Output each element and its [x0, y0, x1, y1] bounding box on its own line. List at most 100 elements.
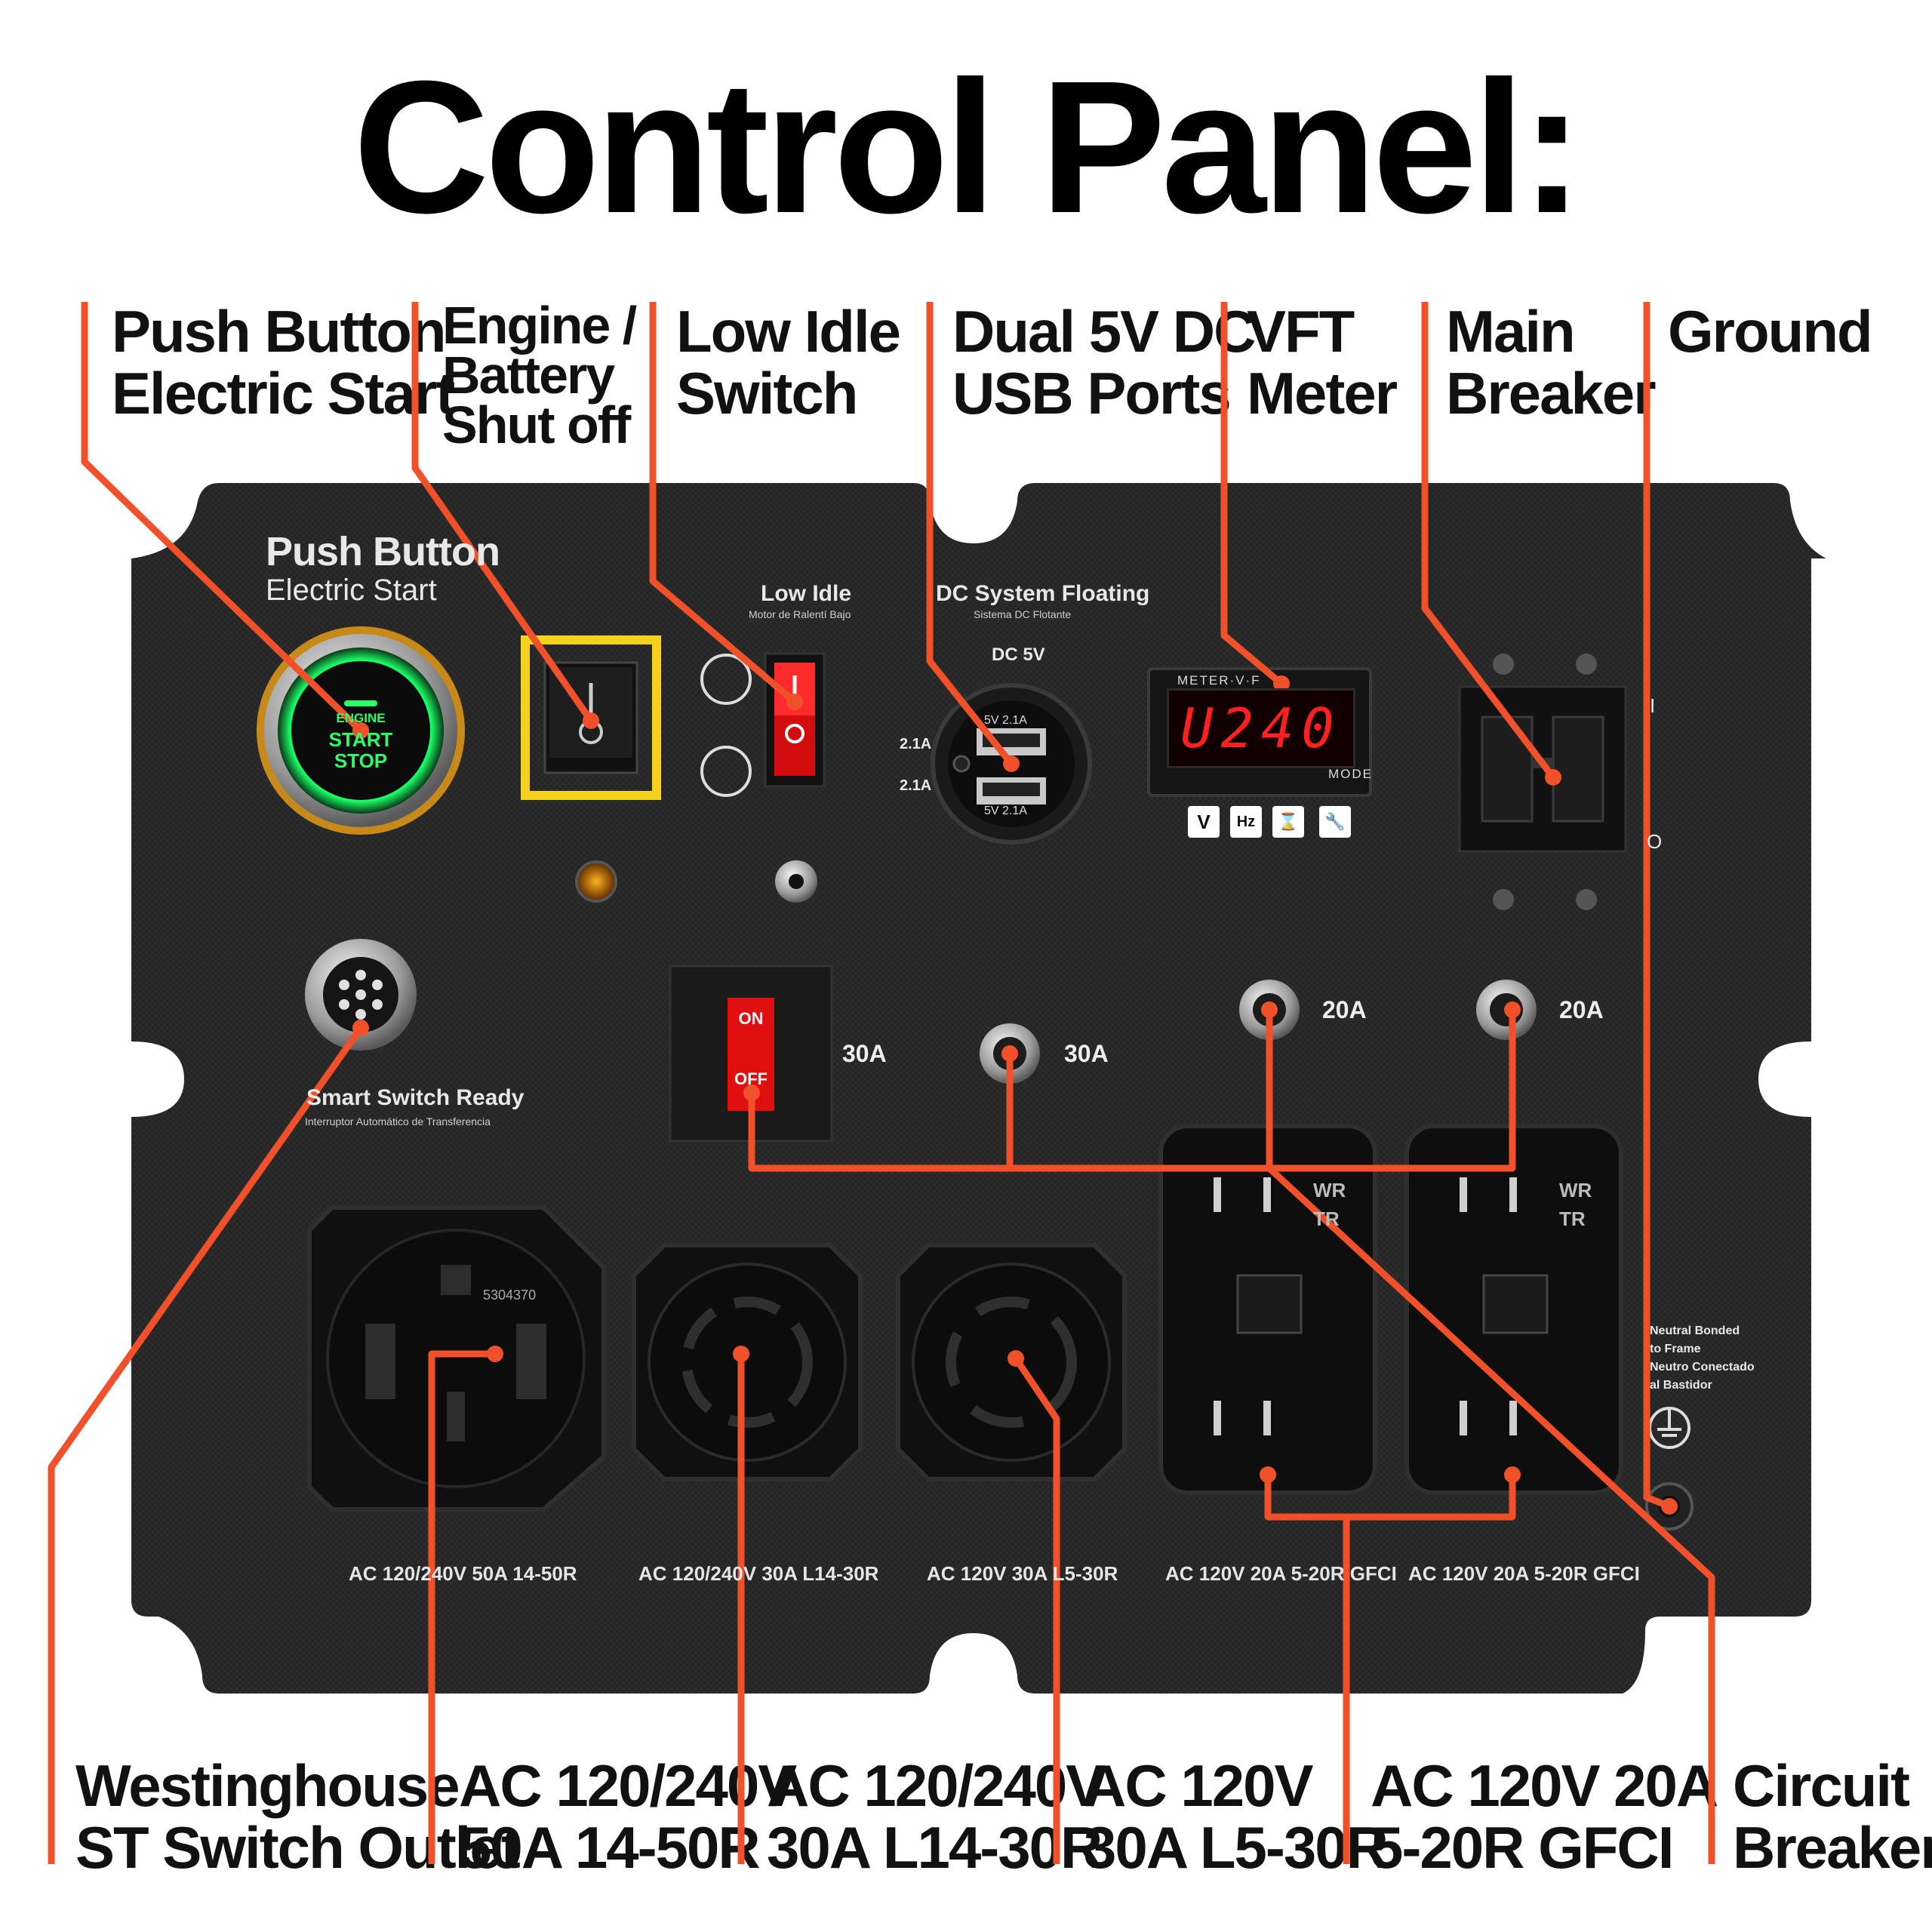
- usb-left-label-bottom: 2.1A: [900, 777, 932, 794]
- neutral-line-4: al Bastidor: [1650, 1379, 1712, 1392]
- usb-port-bottom-label: 5V 2.1A: [984, 804, 1027, 817]
- callout-line-1: Dual 5V DC: [952, 298, 1256, 365]
- outlet-gfci-right[interactable]: [1407, 1126, 1621, 1493]
- outlet-l14-30r[interactable]: [649, 1264, 845, 1460]
- start-button-engine-text: ENGINE: [336, 711, 386, 725]
- callout-usb-ports: Dual 5V DC USB Ports: [952, 298, 1256, 426]
- rocker-off-label: OFF: [734, 1069, 768, 1088]
- panel-dc-sub: Sistema DC Flotante: [974, 608, 1072, 620]
- callout-line-1: AC 120V 20A: [1371, 1752, 1718, 1819]
- outlet-label-gfci-left: AC 120V 20A 5-20R GFCI: [1165, 1562, 1397, 1585]
- wrench-icon[interactable]: 🔧: [1319, 806, 1351, 838]
- callout-vft-meter: VFT Meter: [1247, 298, 1398, 426]
- ground-terminal[interactable]: [1647, 1484, 1692, 1529]
- outlet-l5-30r[interactable]: [913, 1264, 1109, 1460]
- gfci-mark-tr-left: TR: [1313, 1208, 1340, 1230]
- callout-line-1: Push Button: [112, 298, 447, 365]
- outlet-label-l5-30r: AC 120V 30A L5-30R: [927, 1562, 1118, 1585]
- callout-line-2: Switch: [676, 360, 858, 426]
- smart-switch-sub: Interruptor Automático de Transferencia: [305, 1115, 491, 1128]
- callout-line-1: Circuit: [1733, 1752, 1910, 1819]
- callout-outlet-l14-30r: AC 120/240V 30A L14-30R: [767, 1752, 1105, 1881]
- panel-low-idle-sub: Motor de Ralentí Bajo: [749, 608, 851, 620]
- panel-dc-5v: DC 5V: [992, 645, 1045, 665]
- gfci-mark-tr-right: TR: [1559, 1208, 1586, 1230]
- usb-port-top-label: 5V 2.1A: [984, 714, 1027, 727]
- toggle-breaker-30a[interactable]: [980, 1023, 1040, 1084]
- callout-push-button-electric-start: Push Button Electric Start: [112, 298, 455, 426]
- callout-outlet-gfci: AC 120V 20A 5-20R GFCI: [1371, 1752, 1718, 1881]
- callout-line-2: 5-20R GFCI: [1371, 1814, 1674, 1881]
- meter-mode-label[interactable]: MODE: [1328, 767, 1373, 781]
- hourglass-icon[interactable]: ⌛: [1272, 806, 1304, 838]
- outlet-label-l14-30r: AC 120/240V 30A L14-30R: [638, 1562, 879, 1585]
- panel-dc-title: DC System Floating: [936, 581, 1150, 606]
- neutral-bonded-label: Neutral Bonded to Frame Neutro Conectado…: [1650, 1322, 1755, 1395]
- main-breaker-off-mark: O: [1647, 830, 1663, 853]
- callout-line-1: Low Idle: [676, 298, 901, 365]
- callout-line-1: Engine /: [442, 296, 637, 355]
- callout-low-idle-switch: Low Idle Switch: [676, 298, 901, 426]
- main-breaker-on-mark: I: [1650, 694, 1656, 717]
- toggle-breaker-20a-right[interactable]: [1476, 980, 1537, 1040]
- smart-switch-connector[interactable]: [305, 939, 417, 1051]
- gfci-mark-wr-right: WR: [1559, 1179, 1592, 1201]
- callout-line-2: 30A L5-30R: [1084, 1814, 1389, 1881]
- callout-line-2: Breaker: [1446, 360, 1657, 426]
- outlet-label-14-50r: AC 120/240V 50A 14-50R: [349, 1562, 577, 1585]
- start-button-stop-text: STOP: [334, 749, 388, 772]
- callout-line-1: VFT: [1247, 298, 1355, 365]
- callout-line-1: AC 120/240V: [767, 1752, 1105, 1819]
- main-breaker-switch[interactable]: [1482, 717, 1603, 821]
- callout-line-1: Main: [1446, 298, 1576, 365]
- panel-push-button-title: Push Button: [266, 529, 500, 574]
- panel-push-button-sub: Electric Start: [266, 574, 437, 607]
- neutral-line-1: Neutral Bonded: [1650, 1324, 1740, 1337]
- callout-st-switch-outlet: Westinghouse ST Switch Outlet: [75, 1752, 521, 1881]
- usb-port-top[interactable]: [977, 728, 1046, 755]
- callout-ground: Ground: [1668, 298, 1873, 365]
- neutral-line-2: to Frame: [1650, 1343, 1701, 1355]
- callout-line-2: 50A 14-50R: [459, 1814, 761, 1881]
- neutral-line-3: Neutro Conectado: [1650, 1361, 1755, 1374]
- vft-meter-display: U240: [1167, 688, 1355, 768]
- callout-line-2: Battery: [442, 346, 615, 405]
- callout-line-2: ST Switch Outlet: [75, 1814, 521, 1881]
- callout-main-breaker: Main Breaker: [1446, 298, 1657, 426]
- breaker-30a-label-left: 30A: [842, 1040, 887, 1067]
- outlet-label-gfci-right: AC 120V 20A 5-20R GFCI: [1408, 1562, 1640, 1585]
- callout-line-1: Westinghouse: [75, 1752, 460, 1819]
- callout-circuit-breakers: Circuit Breakers: [1733, 1755, 1932, 1878]
- panel-low-idle-title: Low Idle: [761, 581, 851, 606]
- breaker-20a-label-left: 20A: [1322, 996, 1367, 1023]
- breaker-30a-label-right: 30A: [1064, 1040, 1109, 1067]
- smart-switch-label: Smart Switch Ready: [306, 1085, 525, 1110]
- usb-port-bottom[interactable]: [977, 777, 1046, 804]
- rocker-on-label: ON: [738, 1009, 764, 1028]
- callout-line-2: Breakers: [1733, 1814, 1932, 1881]
- outlet-gfci-left[interactable]: [1161, 1126, 1375, 1493]
- toggle-breaker-20a-left[interactable]: [1239, 980, 1300, 1040]
- callout-outlet-l5-30r: AC 120V 30A L5-30R: [1084, 1752, 1389, 1881]
- rocker-breaker-30a[interactable]: ON OFF: [728, 998, 774, 1111]
- outlet-14-50r[interactable]: [328, 1230, 584, 1487]
- start-button-start-text: START: [328, 728, 393, 751]
- start-stop-button[interactable]: ENGINE START STOP: [315, 708, 406, 771]
- meter-hz-button[interactable]: Hz: [1230, 806, 1262, 838]
- callout-engine-battery-shutoff: Engine / Battery Shut off: [442, 296, 637, 454]
- callout-line-2: USB Ports: [952, 360, 1232, 426]
- meter-volt-button[interactable]: V: [1188, 806, 1220, 838]
- meter-brand: METER·V·F: [1177, 673, 1261, 688]
- callout-line-2: Meter: [1247, 360, 1398, 426]
- page-title: Control Panel:: [352, 42, 1583, 252]
- breaker-20a-label-right: 20A: [1559, 996, 1604, 1023]
- callout-line-1: AC 120V: [1084, 1752, 1313, 1819]
- battery-shutoff-switch[interactable]: [545, 663, 637, 773]
- callout-line-3: Shut off: [442, 395, 631, 454]
- callout-line-2: 30A L14-30R: [767, 1814, 1103, 1881]
- gfci-mark-wr-left: WR: [1313, 1179, 1346, 1201]
- callout-line-1: Ground: [1668, 298, 1873, 365]
- low-idle-rocker-switch[interactable]: [765, 654, 824, 786]
- outlet-14-50r-id: 5304370: [483, 1287, 537, 1303]
- callout-line-2: Electric Start: [112, 360, 455, 426]
